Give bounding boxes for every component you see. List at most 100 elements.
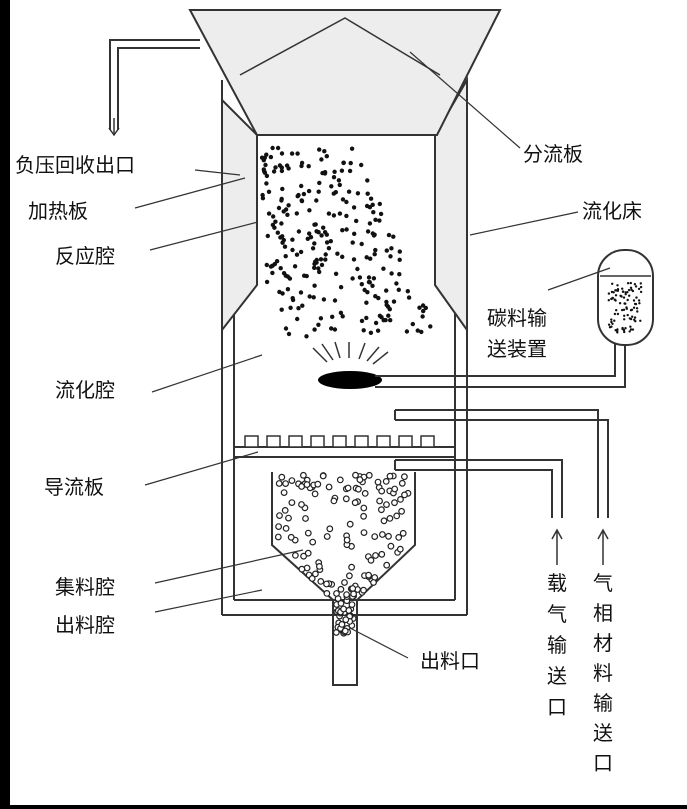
collection-particle (341, 627, 349, 635)
reaction-particle (307, 231, 312, 236)
leader-discharge-port (349, 627, 409, 659)
reaction-particle (263, 162, 268, 168)
reaction-particle (340, 228, 345, 233)
reaction-particle (388, 318, 393, 323)
collection-particle (383, 561, 391, 569)
diversion-tooth (288, 435, 303, 448)
recovery-pipe-outer (109, 39, 200, 130)
reaction-particle (355, 191, 361, 196)
reaction-particle (330, 314, 335, 319)
gas-pipe-outer (395, 409, 599, 518)
feeder-particle (624, 293, 627, 296)
reaction-particle (365, 178, 370, 183)
collection-particle (292, 552, 299, 559)
reaction-particle (261, 167, 266, 172)
feeder-particle (634, 285, 638, 288)
feeder-particle (613, 312, 617, 316)
reaction-particle (326, 211, 332, 216)
reaction-particle (278, 266, 283, 271)
feeder-particle (616, 312, 620, 316)
reaction-particle (265, 233, 270, 239)
reaction-particle (385, 304, 391, 309)
reaction-particle (312, 241, 317, 246)
reaction-particle (340, 197, 346, 202)
reaction-particle (281, 271, 287, 276)
reaction-particle (397, 272, 402, 277)
collection-particle (370, 579, 377, 586)
diversion-tooth (420, 435, 435, 448)
reaction-particle (287, 276, 293, 281)
label-discharge-port: 出料口 (420, 649, 480, 673)
feeder-particle (619, 294, 622, 297)
feeder-particle (614, 294, 618, 297)
label-fluidization-chamber: 流化腔 (55, 378, 115, 402)
reaction-particle (354, 218, 359, 224)
feeder-particle (636, 310, 639, 313)
carbon-feeder (597, 249, 654, 346)
feeder-particle (621, 290, 625, 293)
feeder-particle (624, 291, 627, 294)
feeder-particle (628, 294, 631, 297)
feeder-particle (632, 299, 636, 302)
reaction-particle (285, 287, 291, 292)
diversion-tooth (266, 435, 281, 448)
reaction-particle (359, 282, 364, 287)
carrier-pipe-inner (395, 469, 553, 518)
reaction-particle (375, 328, 381, 333)
collection-particle (341, 579, 348, 586)
reaction-particle (283, 254, 288, 259)
reaction-particle (389, 271, 394, 276)
reaction-particle (295, 151, 300, 156)
reaction-particle (307, 208, 312, 213)
reaction-particle (331, 191, 336, 196)
diversion-tooth (332, 435, 347, 448)
feeder-particle (633, 318, 636, 321)
label-negative-pressure-outlet: 负压回收出口 (15, 153, 135, 177)
reaction-particle (314, 229, 319, 234)
feeder-particle (622, 308, 626, 311)
reaction-particle (344, 227, 349, 232)
reaction-particle (366, 279, 372, 285)
reaction-particle (316, 266, 321, 271)
feeder-particles (607, 281, 643, 334)
collection-particle (372, 552, 379, 559)
carbon-pipe-bottom (375, 340, 626, 388)
diversion-tooth (354, 435, 369, 448)
collection-particle (360, 529, 368, 536)
reaction-particle (377, 201, 382, 207)
diversion-plate-teeth (244, 435, 435, 448)
leader-lines (134, 51, 611, 659)
leader-carbon-feeder (547, 267, 611, 291)
diversion-tooth (244, 435, 259, 448)
collection-particle (323, 590, 331, 597)
reaction-particle (324, 154, 329, 159)
reaction-particle (367, 205, 373, 210)
collection-particle (398, 479, 406, 487)
collection-particle (298, 483, 306, 490)
feeder-particle (631, 328, 635, 331)
collection-particle (319, 472, 327, 480)
carrier-arrow-head (551, 528, 563, 540)
collection-particle (348, 601, 356, 608)
feeder-particle (639, 319, 642, 322)
leader-heating-plate (134, 177, 246, 209)
reaction-particle (417, 305, 422, 310)
reaction-particle (295, 316, 300, 322)
label-discharge-chamber: 出料腔 (55, 613, 115, 637)
reaction-particle (319, 262, 325, 268)
feeder-particle (611, 322, 614, 325)
feeder-particle (621, 287, 624, 290)
collection-particle (398, 507, 406, 515)
reaction-particle (368, 256, 373, 261)
collection-particle (342, 495, 350, 503)
reaction-particle (264, 279, 270, 285)
collection-particle (323, 533, 331, 540)
reaction-particle (286, 331, 292, 337)
reaction-particle (316, 322, 321, 327)
feeder-particle (634, 302, 638, 306)
reaction-particle (326, 246, 332, 251)
feeder-particle (610, 325, 613, 328)
feeder-particle (623, 302, 626, 305)
reaction-particle (312, 283, 317, 288)
